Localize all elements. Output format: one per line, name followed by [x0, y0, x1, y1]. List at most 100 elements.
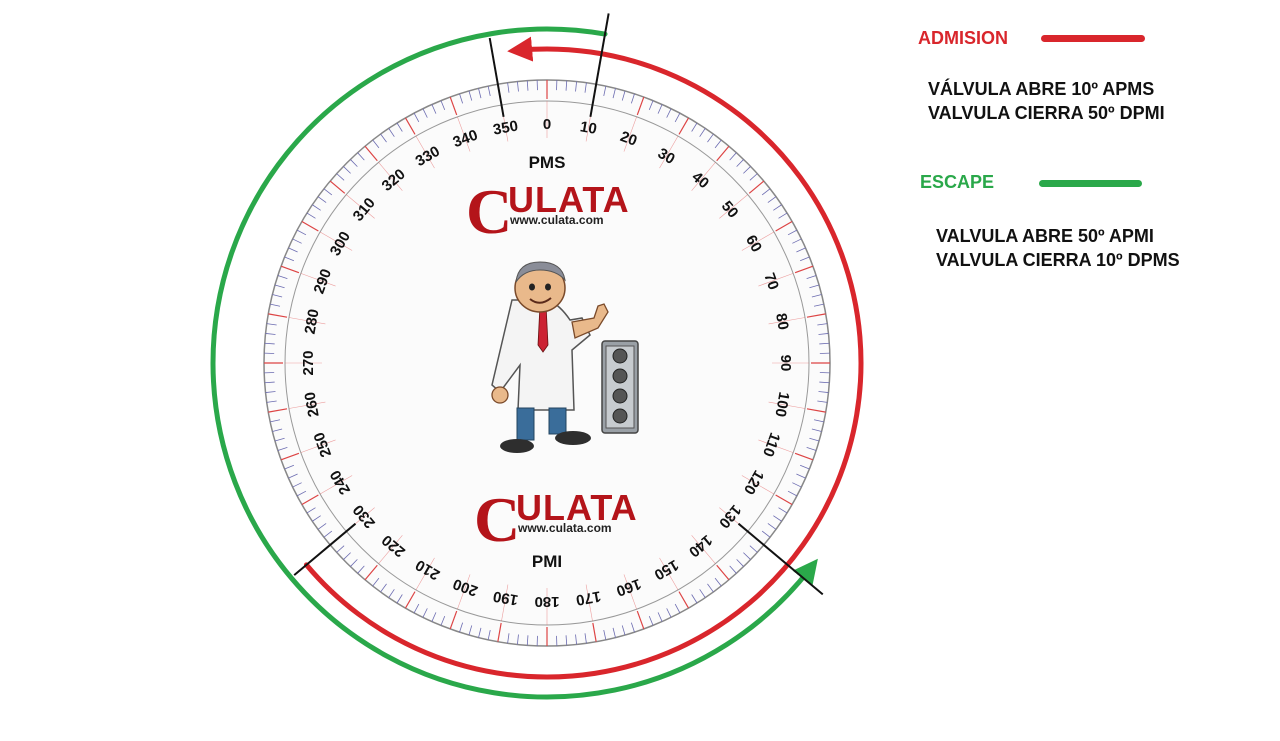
dial-tick	[388, 128, 395, 137]
dial-tick-label: 270	[300, 350, 317, 375]
dial-tick-label: 80	[772, 312, 792, 331]
svg-text:C: C	[474, 484, 520, 555]
dial-tick	[357, 152, 365, 161]
dial-tick	[336, 173, 345, 181]
dial-tick	[630, 93, 635, 104]
dial-tick	[272, 428, 283, 432]
dial-tick	[648, 615, 654, 626]
dial-tick	[787, 490, 798, 497]
dial-tick-inner	[288, 317, 326, 325]
dial-tick-label: 20	[618, 128, 639, 150]
dial-tick-inner	[378, 535, 403, 564]
dial-tick	[264, 381, 275, 384]
dial-tick	[268, 408, 288, 413]
dial-tick	[468, 625, 473, 636]
dial-tick-inner	[585, 584, 593, 622]
dial-tick	[274, 284, 285, 289]
dial-tick-inner	[691, 162, 716, 191]
dial-tick	[767, 196, 777, 203]
dial-tick	[372, 577, 380, 587]
dial-tick	[440, 615, 446, 626]
legend-escape-line	[1039, 180, 1142, 187]
dial-tick-inner	[288, 401, 326, 409]
dial-tick	[592, 622, 597, 642]
dial-tick	[748, 180, 765, 194]
dial-tick	[714, 577, 722, 587]
legend-escape-title: ESCAPE	[920, 172, 995, 192]
dial-tick-inner	[691, 535, 716, 564]
dial-tick	[431, 612, 437, 622]
dial-tick-label: 90	[777, 355, 794, 372]
dial-tick	[329, 180, 346, 194]
dial-tick	[787, 229, 798, 236]
dial-tick	[811, 294, 822, 298]
dial-tick	[806, 275, 817, 280]
dial-tick	[657, 104, 663, 114]
dial-tick	[422, 608, 428, 618]
admision-open-text: VÁLVULA ABRE 10º APMS	[928, 79, 1155, 99]
dial-tick-label: 260	[302, 391, 323, 419]
dial-tick	[603, 86, 607, 97]
dial-tick	[749, 173, 758, 181]
dial-tick	[749, 545, 758, 553]
dial-tick	[288, 247, 298, 253]
dial-tick	[743, 166, 751, 174]
logo-top: C ULATA www.culata.com	[466, 176, 629, 247]
dial-tick	[459, 622, 464, 633]
dial-tick	[575, 634, 577, 645]
dial-tick	[404, 591, 416, 609]
dial-tick	[497, 622, 502, 642]
dial-tick	[288, 473, 298, 479]
dial-tick-inner	[623, 574, 637, 610]
marker-line-350	[488, 37, 505, 117]
dial-tick	[526, 635, 529, 646]
dial-tick	[478, 627, 482, 638]
dial-tick	[612, 88, 616, 99]
dial-tick	[584, 82, 587, 93]
dial-tick	[372, 139, 380, 149]
dial-tick-inner	[415, 557, 435, 591]
dial-tick-inner	[300, 439, 336, 453]
dial-tick	[603, 629, 607, 640]
svg-text:C: C	[466, 176, 512, 247]
dial-tick	[312, 515, 321, 522]
dial-tick	[468, 90, 473, 101]
dial-tick	[792, 482, 802, 488]
dial-tick	[743, 552, 751, 560]
dial-tick	[507, 633, 510, 644]
dial-tick	[674, 603, 681, 614]
dial-tick	[317, 196, 327, 203]
legend-admision-line	[1041, 35, 1145, 42]
pms-label: PMS	[529, 153, 566, 172]
dial-tick	[306, 212, 316, 219]
dial-tick-inner	[319, 475, 353, 495]
dial-tick-label: 70	[760, 271, 782, 292]
dial-tick	[431, 104, 437, 114]
dial-tick	[306, 507, 316, 514]
dial-tick	[699, 589, 706, 598]
dial-tick	[666, 108, 672, 118]
dial-tick	[413, 603, 420, 614]
dial-tick-label: 100	[771, 391, 792, 419]
dial-tick	[270, 303, 281, 307]
svg-text:ULATA: ULATA	[516, 487, 638, 528]
dial-tick	[630, 622, 635, 633]
pmi-label: PMI	[532, 552, 562, 571]
dial-tick	[565, 635, 568, 646]
dial-tick	[813, 419, 824, 423]
dial-tick-inner	[758, 273, 794, 287]
dial-tick	[778, 507, 788, 514]
dial-tick-label: 30	[655, 145, 678, 168]
dial-tick	[323, 530, 333, 538]
dial-tick	[343, 166, 351, 174]
dial-tick	[799, 464, 810, 470]
dial-tick	[621, 625, 626, 636]
dial-tick	[813, 303, 824, 307]
dial-tick	[716, 564, 730, 581]
dial-tick	[707, 583, 714, 593]
dial-tick	[799, 256, 810, 262]
dial-tick-inner	[319, 231, 353, 251]
dial-tick	[422, 108, 428, 118]
dial-tick	[729, 152, 737, 161]
dial-tick	[413, 112, 420, 123]
